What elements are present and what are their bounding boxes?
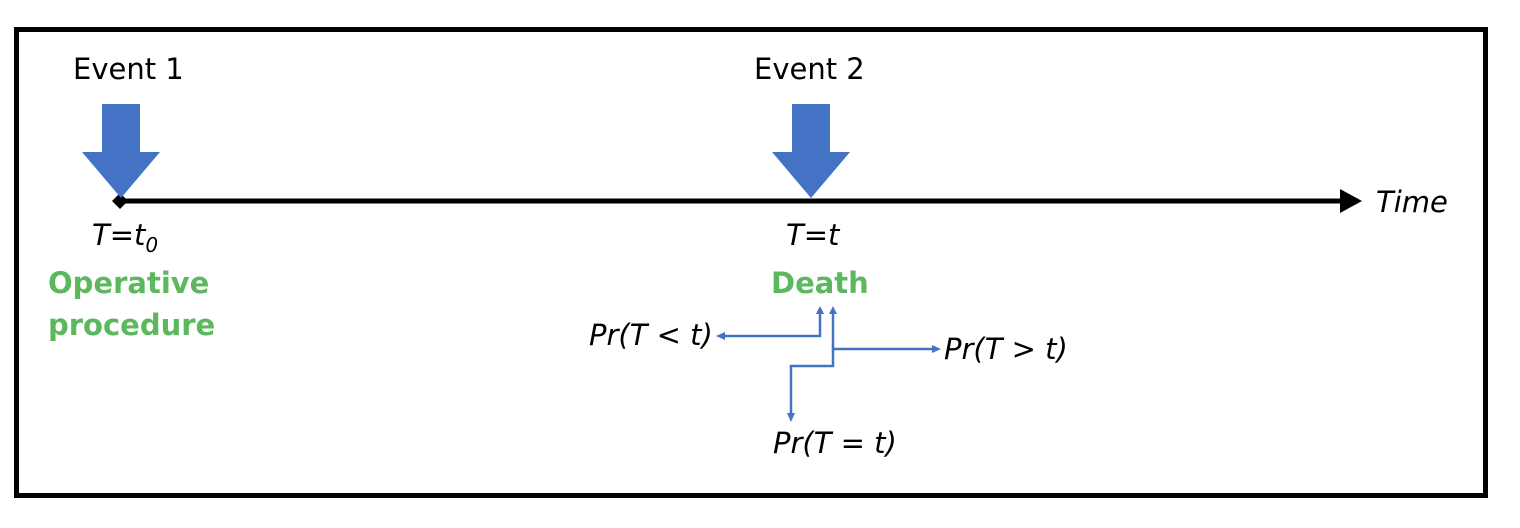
- branch-less-arrowhead: [716, 332, 725, 340]
- time-axis-label: Time: [1376, 185, 1448, 219]
- prob-equal-label: Pr(T = t): [773, 426, 897, 460]
- branch-equal-connector: [789, 349, 835, 415]
- prob-greater-label: Pr(T > t): [944, 332, 1068, 366]
- event-1-outcome: Operative procedure: [48, 266, 216, 342]
- event-1-label: Event 1: [73, 52, 184, 86]
- event-1-time-text: T=t: [92, 218, 146, 252]
- branch-greater-up-arrowhead: [829, 306, 837, 314]
- diagram-frame: [14, 27, 1488, 498]
- event-2-outcome: Death: [771, 266, 869, 300]
- event-2-time-label: T=t: [786, 218, 840, 252]
- timeline-arrowhead: [1340, 189, 1362, 213]
- branch-less-connector: [723, 312, 822, 338]
- branch-greater-connector: [831, 312, 934, 351]
- event-1-time-label: T=t0: [92, 218, 158, 257]
- branch-greater-arrowhead: [932, 345, 941, 353]
- event-1-arrow: [82, 104, 160, 198]
- event-1-time-subscript: 0: [145, 233, 159, 257]
- prob-less-label: Pr(T < t): [589, 318, 713, 352]
- branch-equal-arrowhead: [787, 413, 795, 422]
- timeline-origin-marker: [112, 193, 128, 209]
- branch-less-up-arrowhead: [816, 306, 824, 314]
- event-2-arrow: [772, 104, 850, 198]
- event-2-label: Event 2: [754, 52, 865, 86]
